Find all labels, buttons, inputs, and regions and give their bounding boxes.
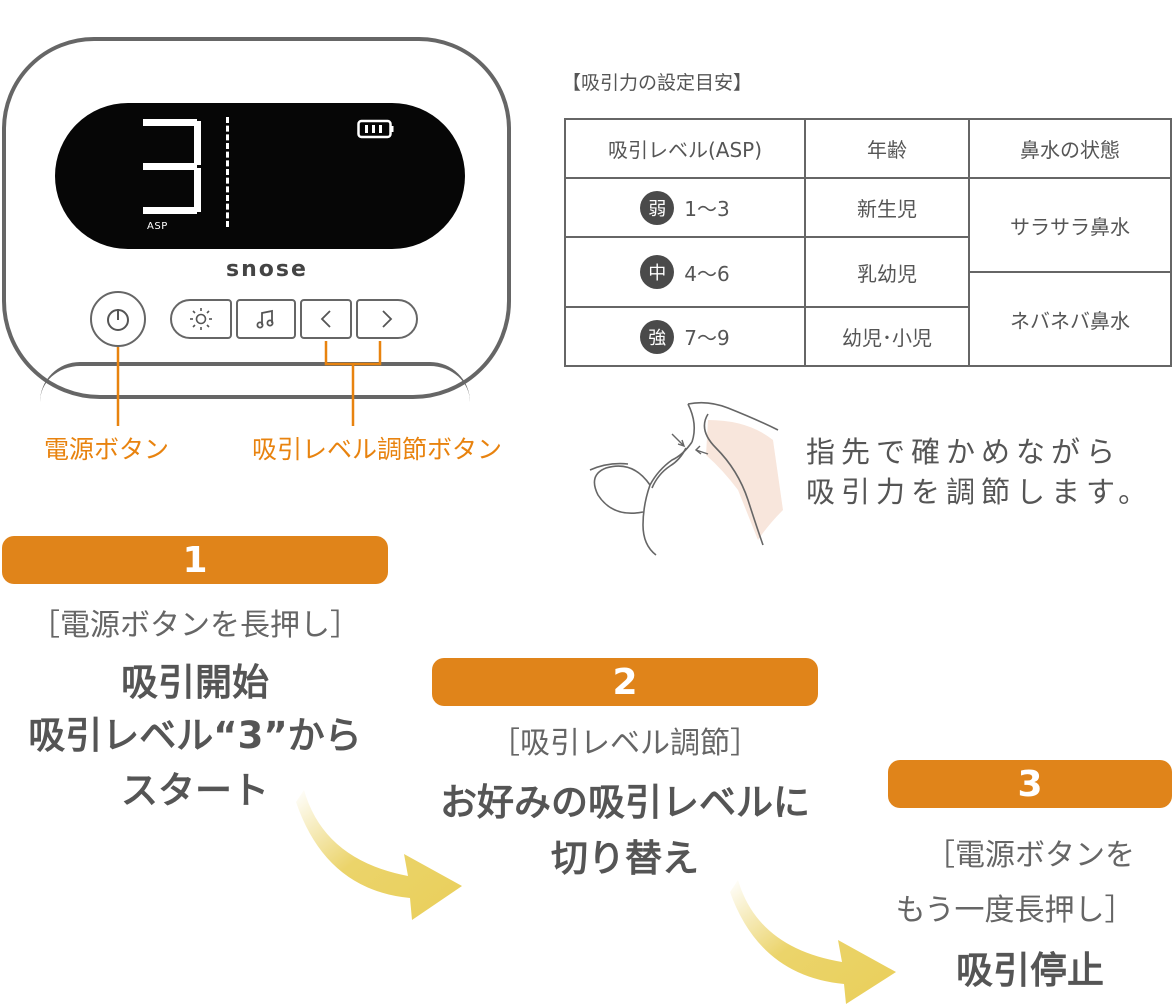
level-badge-weak: 弱	[640, 190, 675, 225]
table-row: 中 4〜6 乳幼児	[564, 236, 1171, 308]
level-range: 1〜3	[684, 197, 730, 221]
tip-text: 指先で確かめながら 吸引力を調節します。	[806, 432, 1153, 512]
flow-arrow-icon	[730, 880, 896, 1004]
table-title: 【吸引力の設定目安】	[562, 72, 753, 94]
lcd-screen: ASP	[55, 103, 465, 249]
step-2-subtitle: ［吸引レベル調節］	[490, 726, 760, 761]
table-row: ネバネバ鼻水	[565, 271, 1172, 367]
brand-logo: snose	[226, 257, 308, 282]
display-divider	[226, 117, 229, 227]
sun-icon	[190, 308, 212, 330]
music-note-icon	[256, 309, 274, 329]
display-unit: ASP	[147, 221, 168, 232]
display-digit-segments	[143, 119, 201, 214]
header-age: 年齢	[804, 118, 970, 179]
age-cell: 乳幼児	[804, 236, 970, 308]
level-cell: 弱 1〜3	[564, 177, 806, 238]
flow-arrow-icon	[296, 790, 462, 920]
battery-icon	[357, 119, 394, 139]
tip-line-2: 吸引力を調節します。	[806, 475, 1154, 509]
level-cell: 強 7〜9	[564, 306, 806, 367]
finger-nozzle-illustration	[589, 401, 783, 556]
table-row: 弱 1〜3 新生児 サラサラ鼻水	[564, 177, 1172, 273]
tip-line-1: 指先で確かめながら	[806, 435, 1122, 469]
header-level: 吸引レベル(ASP)	[564, 118, 806, 179]
step-1-main-line: スタート	[121, 769, 269, 812]
power-button[interactable]	[90, 291, 146, 347]
step-2-main-line: 切り替え	[551, 837, 699, 880]
step-1-main-line: 吸引レベル“3”から	[28, 714, 362, 757]
step-1-number: 1	[2, 536, 388, 584]
callout-level-label: 吸引レベル調節ボタン	[252, 435, 503, 464]
table-row: 強 7〜9 幼児･小児	[564, 306, 1171, 367]
level-badge-medium: 中	[640, 255, 675, 289]
callout-power-label: 電源ボタン	[44, 435, 170, 464]
chevron-left-icon	[320, 310, 331, 328]
light-button[interactable]	[170, 299, 232, 339]
header-condition: 鼻水の状態	[968, 118, 1172, 179]
age-cell: 幼児･小児	[804, 306, 970, 367]
table-header-row: 吸引レベル(ASP) 年齢 鼻水の状態	[564, 118, 1172, 179]
step-3-main-line: 吸引停止	[956, 949, 1104, 992]
step-3-subtitle: ［電源ボタンを	[925, 838, 1135, 873]
chevron-right-icon	[382, 310, 393, 328]
step-3-number: 3	[888, 760, 1172, 808]
step-2-main-line: お好みの吸引レベルに	[440, 781, 810, 824]
condition-cell: サラサラ鼻水	[968, 177, 1172, 273]
step-3-subtitle: もう一度長押し］	[895, 893, 1135, 928]
condition-cell: ネバネバ鼻水	[968, 271, 1172, 367]
level-badge-strong: 強	[640, 319, 675, 354]
step-1-subtitle: ［電源ボタンを長押し］	[30, 608, 360, 643]
level-cell: 中 4〜6	[564, 236, 806, 308]
level-up-button[interactable]	[356, 299, 418, 339]
level-range: 7〜9	[684, 326, 730, 350]
power-icon	[107, 309, 129, 331]
level-range: 4〜6	[684, 261, 730, 286]
level-down-button[interactable]	[300, 299, 352, 339]
callout-lines	[116, 341, 382, 426]
device-base	[40, 362, 470, 406]
step-1-main-line: 吸引開始	[121, 661, 269, 704]
music-button[interactable]	[236, 299, 296, 339]
age-cell: 新生児	[804, 177, 970, 238]
suction-settings-table: 吸引レベル(ASP) 年齢 鼻水の状態 弱 1〜3 新生児 サラサラ鼻水 中 4〜6…	[564, 118, 1172, 367]
step-2-number: 2	[432, 658, 818, 706]
